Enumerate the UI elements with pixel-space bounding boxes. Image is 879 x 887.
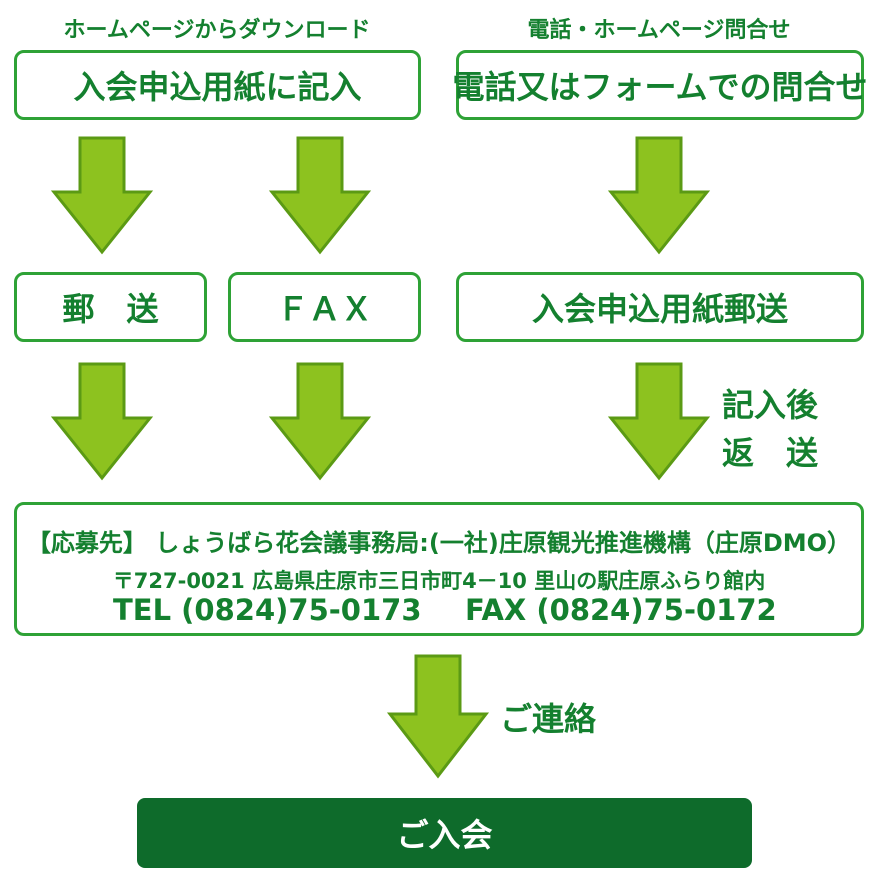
down-arrow-icon bbox=[268, 136, 372, 255]
note-return-line1: 記入後 bbox=[722, 386, 819, 424]
down-arrow-icon bbox=[607, 362, 711, 481]
contact-tel: TEL (0824)75-0173 bbox=[113, 593, 422, 627]
step-fill-form: 入会申込用紙に記入 bbox=[14, 50, 421, 120]
contact-address: 〒727-0021 広島県庄原市三日市町4－10 里山の駅庄原ふらり館内 bbox=[112, 569, 766, 593]
caption-download: ホームページからダウンロード bbox=[63, 18, 371, 43]
step-mail: 郵 送 bbox=[14, 272, 207, 342]
contact-destination: 【応募先】 しょうばら花会議事務局:(一社)庄原観光推進機構（庄原DMO） bbox=[26, 529, 852, 557]
step-form-mailed: 入会申込用紙郵送 bbox=[456, 272, 864, 342]
down-arrow-icon bbox=[50, 136, 154, 255]
caption-phone-web: 電話・ホームページ問合せ bbox=[527, 18, 791, 43]
step-phone-inquiry: 電話又はフォームでの問合せ bbox=[452, 50, 868, 120]
down-arrow-icon bbox=[50, 362, 154, 481]
down-arrow-icon bbox=[386, 654, 490, 779]
down-arrow-icon bbox=[607, 136, 711, 255]
contact-fax: FAX (0824)75-0172 bbox=[465, 593, 777, 627]
note-contact-us: ご連絡 bbox=[500, 700, 597, 738]
step-fax: ＦＡＸ bbox=[228, 272, 421, 342]
down-arrow-icon bbox=[268, 362, 372, 481]
contact-box: 【応募先】 しょうばら花会議事務局:(一社)庄原観光推進機構（庄原DMO） 〒7… bbox=[14, 502, 864, 636]
final-membership: ご入会 bbox=[137, 798, 752, 868]
note-return-line2: 返 送 bbox=[722, 434, 819, 472]
